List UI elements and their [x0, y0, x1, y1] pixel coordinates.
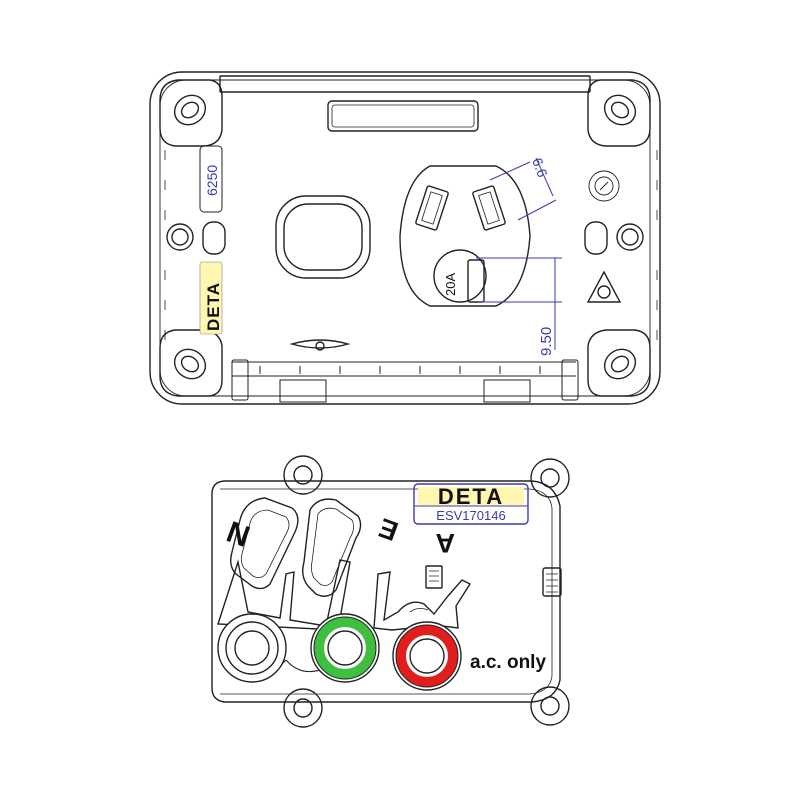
approval-code: ESV170146 — [436, 508, 505, 523]
terminal-strip-right — [373, 571, 472, 631]
mount-hole-left — [166, 221, 226, 255]
latch-tab — [289, 339, 351, 349]
front-brand: DETA — [204, 282, 223, 331]
model-number: 6250 — [204, 165, 220, 196]
terminal-lug-tl — [283, 455, 323, 495]
switch-window — [275, 195, 371, 279]
terminal-label-a: A — [436, 528, 456, 558]
plate-outer — [149, 71, 661, 405]
terminal-lug-tr — [530, 458, 570, 498]
model-number-frame — [199, 145, 223, 213]
terminal-clamp-n — [229, 497, 299, 590]
plate-side-ticks — [164, 150, 658, 340]
terminal-lug-br — [530, 686, 570, 726]
terminal-socket-a — [392, 621, 462, 691]
plate-top-rim — [220, 75, 590, 93]
terminal-socket-e — [310, 613, 380, 683]
socket-earth-circle — [433, 249, 487, 303]
socket-pin-right — [472, 185, 506, 231]
terminal-label-n: N — [223, 514, 255, 552]
approval-badge — [413, 483, 529, 525]
back-brand: DETA — [438, 484, 504, 509]
ac-only-note: a.c. only — [470, 652, 546, 673]
socket-pin-left — [415, 185, 449, 231]
plate-inner — [159, 79, 651, 397]
terminal-socket-n — [217, 613, 287, 683]
socket-rating: 20A — [443, 273, 458, 296]
front-plate — [149, 71, 661, 405]
front-brand-badge — [199, 261, 223, 335]
terminal-lug-bl — [283, 688, 323, 728]
corner-boss-tl — [159, 79, 223, 147]
rcm-mark-icon — [586, 270, 622, 303]
back-terminal-block — [211, 455, 570, 728]
side-clip — [542, 567, 562, 597]
corner-boss-bl — [159, 329, 223, 397]
corner-boss-br — [587, 329, 651, 397]
dim-pin-spacing: 9.50 — [538, 327, 555, 356]
corner-boss-tr — [587, 79, 651, 147]
mount-hole-right — [584, 221, 644, 255]
label-slot — [327, 100, 479, 132]
date-dial-icon — [588, 170, 620, 202]
dimension-lines — [476, 157, 562, 350]
terminal-clamp-e — [301, 498, 362, 597]
socket-face — [399, 165, 531, 307]
socket-earth-pin — [467, 259, 485, 303]
bottom-rail — [231, 359, 579, 403]
square-connector — [425, 565, 443, 589]
dim-pin-width: 6.6 — [529, 156, 551, 180]
terminal-label-e: E — [375, 512, 402, 546]
